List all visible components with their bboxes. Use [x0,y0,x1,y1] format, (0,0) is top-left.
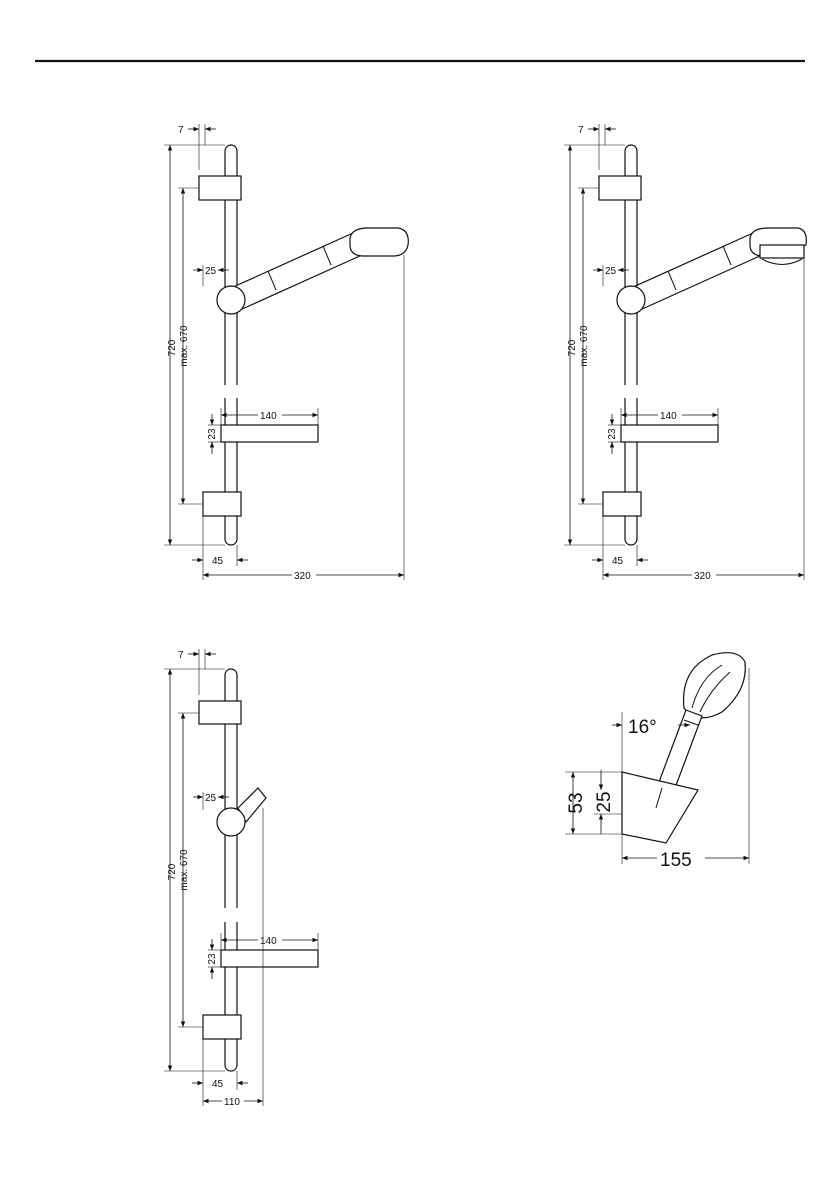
soap-dish [621,425,718,442]
dim-25: 25 [205,793,217,804]
dim-45: 45 [212,1079,224,1090]
bottom-bracket [203,1015,241,1039]
shower-head [684,653,746,718]
drawing-top-left: 7 720 max. 670 25 140 23 45 [164,124,408,582]
dim-23: 23 [607,428,618,440]
shower-head [350,228,408,256]
holder-wedge [622,772,698,843]
dim-25: 25 [594,791,615,812]
bottom-bracket [603,492,641,516]
dim-max-670: max. 670 [179,849,190,891]
dim-25: 25 [605,266,617,277]
dim-320: 320 [694,571,711,582]
dim-720: 720 [567,339,578,356]
soap-dish [221,950,318,967]
top-bracket [199,176,241,200]
dim-7: 7 [178,650,184,661]
rail [225,669,237,1071]
rail [625,145,637,545]
dim-45: 45 [212,556,224,567]
top-bracket [599,176,641,200]
dim-7: 7 [578,125,584,136]
dim-720: 720 [167,339,178,356]
dim-45: 45 [612,556,624,567]
bottom-bracket [203,492,241,516]
rail [225,145,237,545]
slider-knob [217,286,245,314]
dim-max-670: max. 670 [179,325,190,367]
dim-140: 140 [260,411,277,422]
dim-140: 140 [260,936,277,947]
dim-angle-16: 16° [628,717,657,738]
dim-7: 7 [178,125,184,136]
dim-320: 320 [294,571,311,582]
shower-arm [631,233,762,310]
dim-25: 25 [205,266,217,277]
shower-arm [231,233,362,310]
slider-knob [617,286,645,314]
drawing-bottom-right: 16° 53 25 155 [565,653,749,871]
dim-53: 53 [566,792,587,813]
dim-140: 140 [660,411,677,422]
shower-nozzle-face [760,245,804,258]
drawing-bottom-left: 7 720 max. 670 25 140 23 45 110 [164,649,318,1108]
dim-720: 720 [167,863,178,880]
dim-23: 23 [207,953,218,965]
dim-155: 155 [660,850,692,871]
drawing-top-right: 7 720 max. 670 25 140 23 45 320 [564,124,806,582]
dim-23: 23 [207,428,218,440]
dim-max-670: max. 670 [579,325,590,367]
top-bracket [199,701,241,724]
slider-knob [217,808,245,836]
dim-110: 110 [224,1097,240,1108]
soap-dish [221,425,318,442]
